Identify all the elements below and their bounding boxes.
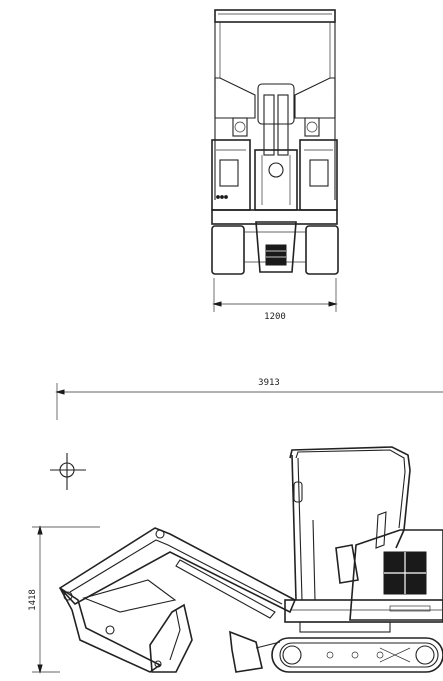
width-dimension-label: 1200	[264, 312, 286, 322]
front-lower-frame	[211, 209, 338, 225]
front-right-track	[305, 225, 339, 275]
bucket	[149, 603, 193, 673]
side-view: 3913 1418	[28, 378, 443, 674]
engine-housing	[349, 529, 443, 621]
side-mirror	[293, 481, 303, 503]
front-left-light	[219, 159, 239, 187]
control-lever	[375, 511, 387, 549]
crosshair-icon	[50, 453, 86, 490]
boom-cylinder	[175, 559, 276, 619]
front-canopy-roof	[214, 9, 336, 23]
front-body-right	[299, 139, 338, 211]
arm-cylinder	[82, 579, 177, 613]
idler-wheel	[282, 645, 302, 665]
front-view: 1200	[211, 9, 339, 322]
dozer-blade	[229, 630, 263, 673]
front-left-fitting	[232, 117, 248, 137]
front-bucket	[255, 221, 297, 273]
front-left-track	[211, 225, 245, 275]
front-boom-top	[257, 83, 295, 125]
front-boom-left	[263, 94, 275, 156]
front-right-light	[309, 159, 329, 187]
front-body-left	[211, 139, 251, 211]
boom	[58, 527, 297, 614]
length-dimension-label: 3913	[258, 378, 280, 388]
indicator-dot	[216, 195, 220, 199]
front-right-fitting	[304, 117, 320, 137]
side-track	[271, 637, 443, 673]
side-canopy-rear-post	[291, 454, 297, 601]
front-left-panel	[214, 77, 256, 119]
seat	[335, 544, 359, 584]
front-center-arm	[254, 149, 298, 211]
arm	[59, 587, 162, 673]
swing-ring	[299, 621, 391, 633]
front-bucket-teeth	[265, 244, 287, 266]
front-right-panel	[294, 77, 336, 119]
drive-sprocket	[415, 645, 435, 665]
height-dimension-label: 1418	[28, 589, 38, 611]
